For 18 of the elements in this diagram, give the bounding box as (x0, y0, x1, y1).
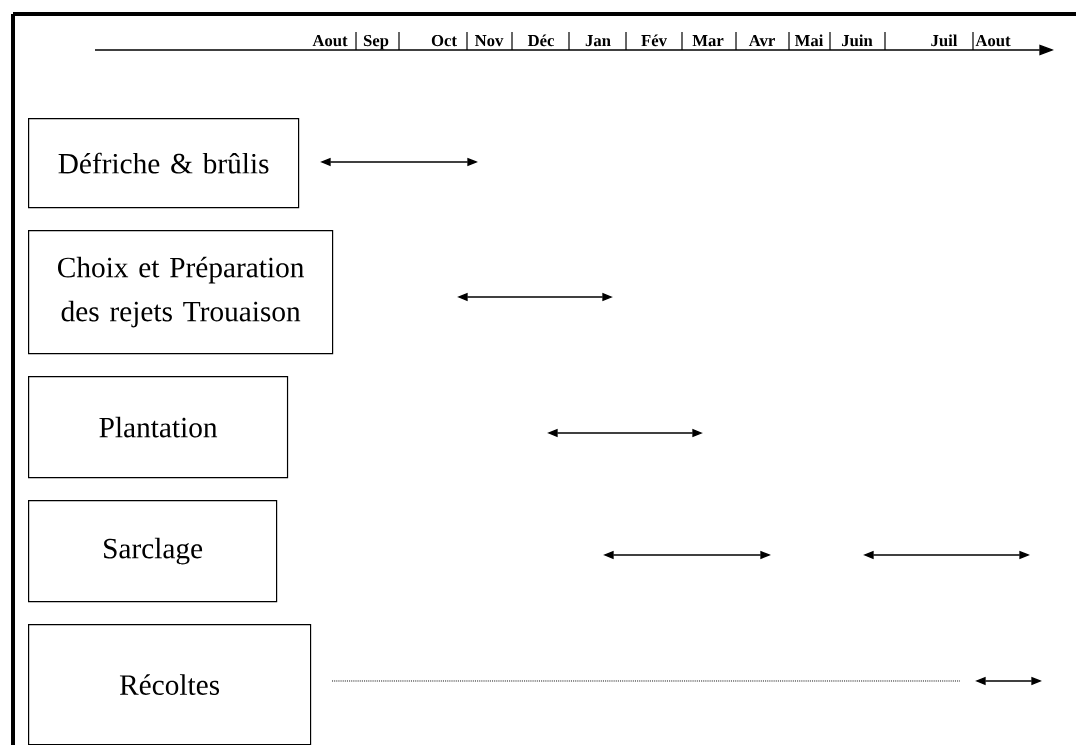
activity-box: Choix et Préparation des rejets Trouaison (28, 230, 334, 355)
month-label: Mar (692, 35, 724, 47)
month-label: Déc (527, 34, 554, 47)
activity-box: Défriche & brûlis (28, 118, 300, 209)
month-label: Nov (474, 35, 504, 47)
month-label: Fév (641, 34, 667, 47)
month-label: Aout (312, 35, 348, 47)
month-label: Juin (842, 34, 873, 47)
month-label: Aout (975, 35, 1011, 47)
month-label: Mai (794, 34, 824, 47)
month-label: Oct (431, 34, 457, 47)
month-label: Juil (931, 34, 958, 47)
month-label: Jan (585, 35, 611, 47)
activity-box: Récoltes (28, 624, 312, 745)
activity-box: Sarclage (28, 500, 278, 603)
activity-box: Plantation (28, 376, 289, 479)
month-label: Avr (748, 35, 775, 47)
month-label: Sep (363, 34, 389, 50)
